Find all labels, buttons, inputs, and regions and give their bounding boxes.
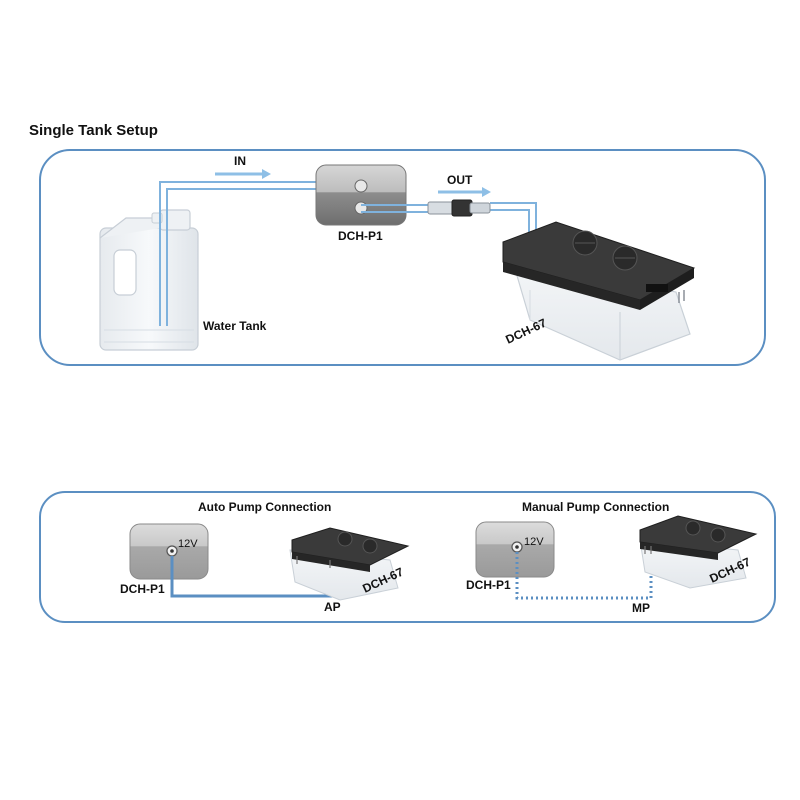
auto-pump-dch-p1	[129, 523, 209, 580]
dehumidifier-dch-67	[502, 221, 696, 361]
manual-pump-dch-p1	[475, 521, 555, 578]
tube-connector	[427, 199, 491, 217]
inlet-tube	[159, 181, 360, 326]
outlet-tube	[361, 202, 537, 236]
single-tank-setup-title: Single Tank Setup	[29, 122, 158, 139]
water-tank-jug	[99, 209, 199, 351]
manual-cable-label: MP	[632, 601, 650, 615]
manual-connection-title: Manual Pump Connection	[522, 500, 669, 514]
auto-pump-label: DCH-P1	[120, 582, 165, 596]
auto-cable-label: AP	[324, 600, 341, 614]
connections-frame	[39, 491, 776, 623]
auto-dch-67	[289, 527, 410, 601]
single-setup-frame	[39, 149, 766, 366]
out-label: OUT	[447, 173, 473, 187]
manual-pump-label: DCH-P1	[466, 578, 511, 592]
auto-connection-title: Auto Pump Connection	[198, 500, 331, 514]
pump-dch-p1	[315, 164, 407, 226]
auto-voltage-label: 12V	[178, 538, 198, 550]
unit-label: DCH-67	[503, 316, 548, 347]
in-arrow	[215, 169, 271, 179]
out-arrow	[438, 187, 491, 197]
manual-pump-cable	[515, 552, 653, 600]
pump-label: DCH-P1	[338, 229, 383, 243]
manual-voltage-label: 12V	[524, 536, 544, 548]
manual-dch-67	[639, 515, 758, 589]
water-tank-label: Water Tank	[203, 319, 267, 333]
in-label: IN	[234, 154, 246, 168]
